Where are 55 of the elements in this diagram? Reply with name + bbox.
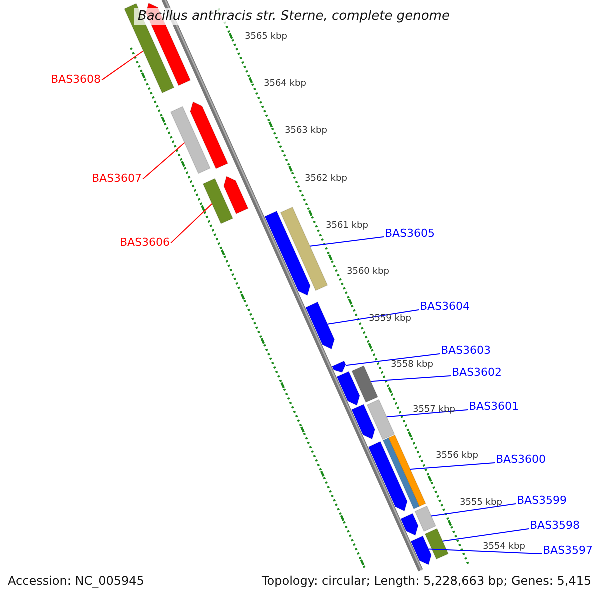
scale-label: 3556 kbp bbox=[436, 451, 478, 461]
gene-label: BAS3605 bbox=[385, 227, 436, 240]
gene-block bbox=[382, 438, 420, 510]
scale-label: 3554 kbp bbox=[483, 542, 526, 552]
gene-block bbox=[424, 528, 450, 560]
gene-label: BAS3606 bbox=[120, 236, 170, 249]
leader-line bbox=[327, 310, 420, 325]
gene-label: BAS3598 bbox=[530, 519, 580, 532]
leader-line bbox=[431, 504, 516, 517]
scale-label: 3562 kbp bbox=[305, 174, 348, 184]
leader-line bbox=[170, 204, 213, 244]
gene-block bbox=[410, 536, 432, 566]
leader-line bbox=[370, 376, 452, 382]
gene-block bbox=[202, 178, 234, 224]
scale-label: 3558 kbp bbox=[391, 360, 434, 370]
leader-line bbox=[410, 462, 496, 470]
gene-block bbox=[264, 210, 311, 296]
gene-label: BAS3604 bbox=[420, 300, 470, 313]
gene-block bbox=[190, 102, 229, 170]
gene-label: BAS3600 bbox=[496, 453, 546, 466]
scale-label: 3564 kbp bbox=[264, 79, 306, 89]
gene-block bbox=[280, 206, 328, 292]
gene-block bbox=[388, 434, 426, 508]
gene-label: BAS3599 bbox=[517, 494, 568, 507]
gene-block bbox=[368, 441, 408, 512]
leader-line bbox=[102, 50, 144, 81]
scale-label: 3565 kbp bbox=[245, 32, 288, 42]
gene-block bbox=[400, 513, 419, 536]
gene-label: BAS3597 bbox=[543, 544, 594, 557]
gene-block bbox=[332, 360, 346, 374]
footer-text: Accession: NC_005945 bbox=[8, 574, 144, 588]
gene-block bbox=[351, 404, 376, 440]
gene-block bbox=[305, 302, 336, 350]
leader-line bbox=[428, 548, 542, 554]
gene-label: BAS3608 bbox=[51, 73, 102, 86]
gene-block bbox=[366, 399, 396, 440]
gene-label: BAS3603 bbox=[441, 344, 492, 357]
scale-label: 3555 kbp bbox=[460, 498, 502, 508]
scale-label: 3559 kbp bbox=[369, 314, 412, 324]
gene-label: BAS3602 bbox=[452, 366, 502, 379]
leader-line bbox=[346, 354, 440, 366]
footer-text: Topology: circular; Length: 5,228,663 bp; Genes: 5,415 bbox=[262, 574, 592, 588]
scale-label: 3561 kbp bbox=[326, 221, 368, 231]
gene-block bbox=[336, 371, 360, 406]
leader-line bbox=[310, 236, 384, 247]
gene-label: BAS3607 bbox=[92, 172, 142, 185]
scale-label: 3563 kbp bbox=[285, 126, 328, 136]
gene-block bbox=[414, 506, 437, 532]
gene-block bbox=[224, 176, 249, 215]
gene-block bbox=[170, 106, 211, 174]
scale-label: 3560 kbp bbox=[347, 267, 390, 277]
gene-label: BAS3601 bbox=[469, 400, 520, 413]
leader-line bbox=[442, 528, 530, 542]
gene-block bbox=[352, 365, 379, 404]
leader-line bbox=[142, 142, 186, 180]
